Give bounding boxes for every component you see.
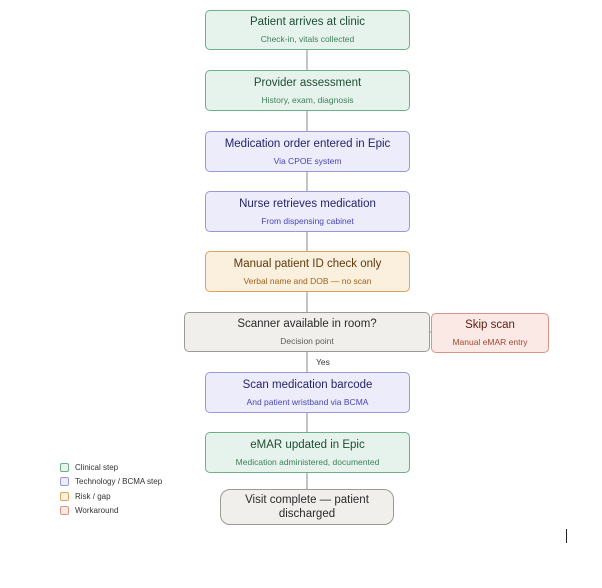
step-subtitle: From dispensing cabinet [261, 215, 354, 226]
step-scan-barcode: Scan medication barcode And patient wris… [205, 372, 410, 413]
text-cursor [566, 529, 567, 543]
step-emar-updated: eMAR updated in Epic Medication administ… [205, 432, 410, 473]
step-title: Scan medication barcode [242, 378, 373, 391]
legend-label: Risk / gap [75, 491, 111, 501]
step-subtitle: History, exam, diagnosis [261, 94, 354, 105]
step-title: eMAR updated in Epic [250, 438, 365, 451]
decision-scanner-available: Scanner available in room? Decision poin… [184, 312, 430, 352]
step-title: Provider assessment [253, 76, 362, 89]
legend-item-workaround: Workaround [60, 504, 162, 519]
legend-item-clinical: Clinical step [60, 460, 162, 475]
step-title: Medication order entered in Epic [224, 137, 391, 150]
step-nurse-retrieves: Nurse retrieves medication From dispensi… [205, 191, 410, 232]
step-skip-scan: Skip scan Manual eMAR entry [431, 313, 549, 353]
legend-swatch [60, 506, 69, 516]
step-title: Skip scan [465, 319, 515, 331]
step-title: Nurse retrieves medication [239, 197, 376, 210]
legend-swatch [60, 462, 69, 472]
edge-label-yes: Yes [316, 357, 330, 367]
step-title: Manual patient ID check only [233, 257, 382, 270]
step-title: Scanner available in room? [237, 318, 377, 330]
legend-item-risk: Risk / gap [60, 489, 162, 504]
step-subtitle: Verbal name and DOB — no scan [243, 275, 372, 286]
step-manual-id-check: Manual patient ID check only Verbal name… [205, 251, 410, 292]
step-visit-complete: Visit complete — patient discharged [220, 489, 394, 525]
step-subtitle: Check-in, vitals collected [260, 34, 355, 44]
step-subtitle: Manual eMAR entry [452, 337, 528, 347]
legend: Clinical step Technology / BCMA step Ris… [60, 460, 162, 518]
step-title: Visit complete — patient discharged [245, 494, 369, 520]
legend-swatch [60, 477, 69, 487]
legend-label: Workaround [75, 506, 119, 516]
step-provider-assessment: Provider assessment History, exam, diagn… [205, 70, 410, 111]
legend-label: Clinical step [75, 462, 119, 472]
step-subtitle: Decision point [280, 336, 334, 346]
step-title: Patient arrives at clinic [249, 16, 366, 28]
step-subtitle: Via CPOE system [273, 155, 342, 166]
step-subtitle: Medication administered, documented [235, 456, 380, 467]
legend-label: Technology / BCMA step [75, 477, 163, 487]
step-medication-order: Medication order entered in Epic Via CPO… [205, 131, 410, 172]
step-subtitle: And patient wristband via BCMA [246, 396, 369, 407]
legend-item-technology: Technology / BCMA step [60, 475, 162, 490]
step-patient-arrives: Patient arrives at clinic Check-in, vita… [205, 10, 410, 50]
legend-swatch [60, 491, 69, 501]
